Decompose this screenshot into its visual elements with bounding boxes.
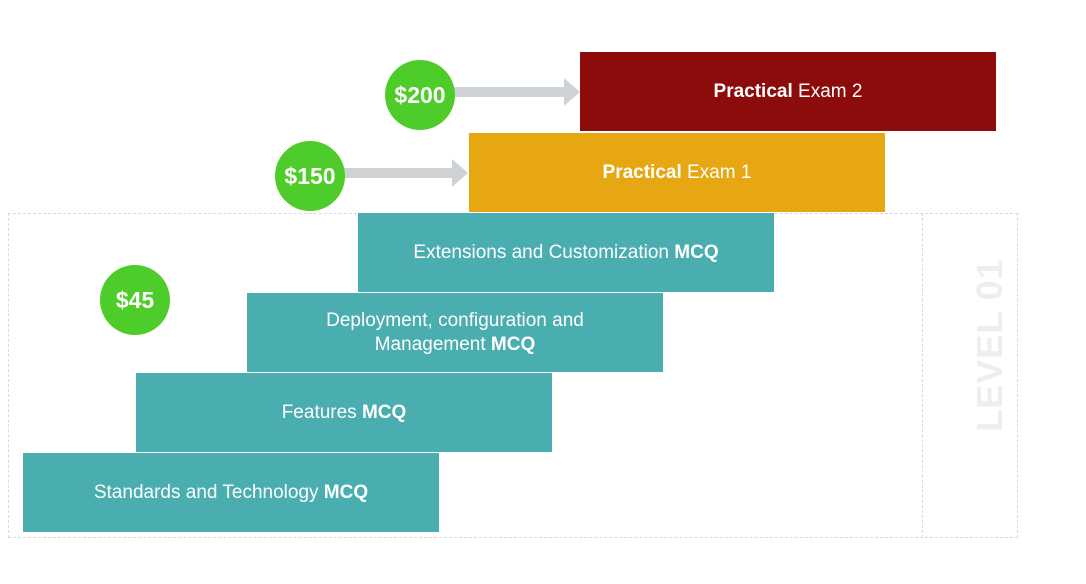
deployment-line-2: Management <box>374 333 491 355</box>
practical-exam-1-step: Practical Exam 1 <box>469 133 885 212</box>
extensions-bold: MCQ <box>674 241 719 263</box>
arrow-shaft <box>338 168 454 178</box>
standards-text: Standards and Technology <box>93 481 324 503</box>
standards-step: Standards and Technology MCQ <box>23 453 439 532</box>
deployment-line-1: Deployment, configuration and <box>326 309 584 331</box>
deployment-step: Deployment, configuration and Management… <box>247 293 663 372</box>
practical-exam-2-bold: Practical <box>713 80 793 102</box>
extensions-step: Extensions and Customization MCQ <box>358 213 774 292</box>
arrow-head-icon <box>452 159 468 187</box>
practical-exam-2-step: Practical Exam 2 <box>580 52 996 131</box>
arrow-head-icon <box>564 78 580 106</box>
arrow-to-exam-1 <box>338 159 468 187</box>
level-label: LEVEL 01 <box>969 258 1010 432</box>
features-step: Features MCQ <box>136 373 552 452</box>
deployment-bold: MCQ <box>490 333 536 355</box>
features-text: Features <box>281 401 362 423</box>
extensions-text: Extensions and Customization <box>413 241 675 263</box>
arrow-shaft <box>450 87 566 97</box>
standards-bold: MCQ <box>323 481 369 503</box>
practical-exam-1-rest: Exam 1 <box>681 161 752 183</box>
level-01-label-frame <box>920 213 1018 538</box>
price-level-01: $45 <box>100 265 170 335</box>
price-exam-1: $150 <box>275 141 345 211</box>
practical-exam-1-bold: Practical <box>602 161 682 183</box>
price-exam-2: $200 <box>385 60 455 130</box>
features-bold: MCQ <box>361 401 407 423</box>
practical-exam-2-rest: Exam 2 <box>792 80 863 102</box>
arrow-to-exam-2 <box>450 78 580 106</box>
